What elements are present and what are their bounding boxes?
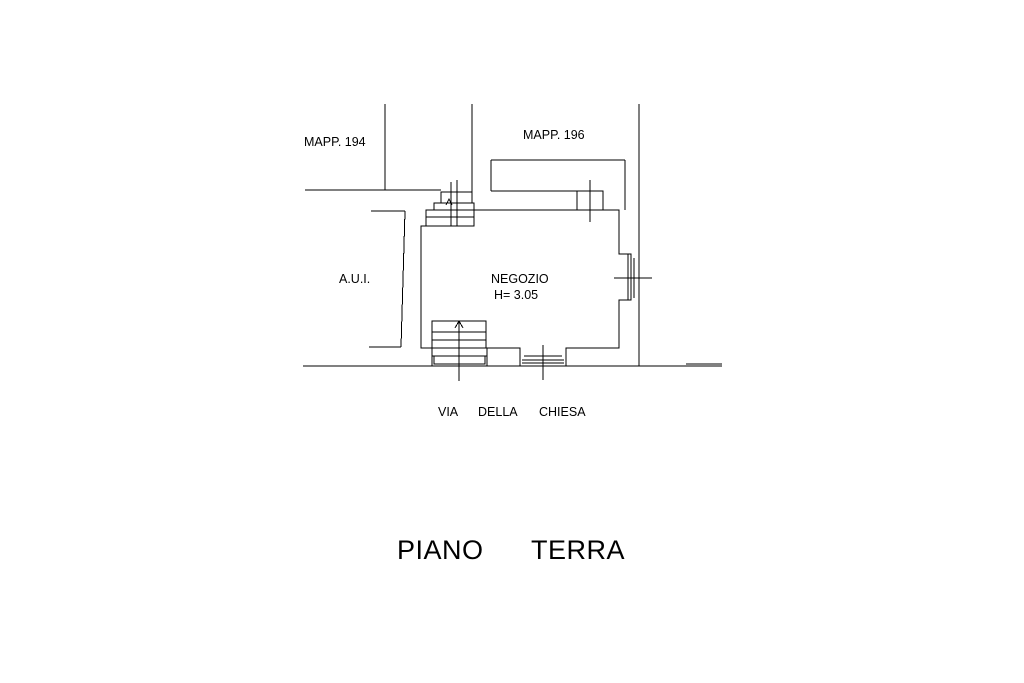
label-mapp-194: MAPP. 194 bbox=[304, 135, 366, 149]
side-window bbox=[614, 254, 652, 300]
label-street-della: DELLA bbox=[478, 405, 518, 419]
label-mapp-196: MAPP. 196 bbox=[523, 128, 585, 142]
label-aui: A.U.I. bbox=[339, 272, 371, 286]
street-line bbox=[303, 363, 722, 367]
label-street-via: VIA bbox=[438, 405, 459, 419]
label-room-height: H= 3.05 bbox=[494, 288, 539, 302]
label-street-chiesa: CHIESA bbox=[539, 405, 586, 419]
floor-title-piano: PIANO bbox=[397, 535, 484, 565]
rear-door-step bbox=[425, 180, 475, 227]
front-door-threshold bbox=[522, 345, 564, 380]
adjacent-unit-walls bbox=[369, 210, 406, 348]
lot-boundaries bbox=[305, 104, 640, 366]
entrance-stair bbox=[431, 319, 488, 381]
rear-opening bbox=[576, 180, 604, 222]
floor-title-terra: TERRA bbox=[531, 535, 626, 565]
label-room-name: NEGOZIO bbox=[491, 272, 549, 286]
